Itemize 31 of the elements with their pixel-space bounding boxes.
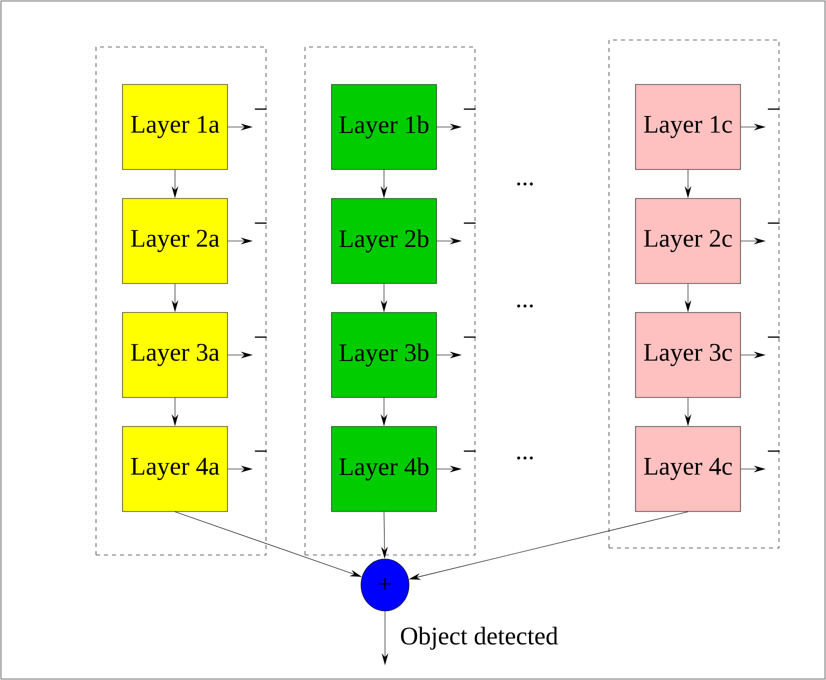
ellipsis-label: ... bbox=[517, 456, 533, 460]
layer-box: Layer 1b bbox=[331, 84, 437, 170]
layer-box: Layer 4b bbox=[331, 426, 437, 512]
edge-label: − bbox=[768, 450, 780, 452]
edge-label: Object detected bbox=[400, 626, 558, 650]
layer-box: Layer 1a bbox=[122, 84, 228, 170]
dashed-group-box bbox=[96, 46, 266, 556]
layer-box: Layer 3c bbox=[635, 312, 741, 398]
layer-box: Layer 2b bbox=[331, 198, 437, 284]
layer-box: Layer 2a bbox=[122, 198, 228, 284]
edge-label: − bbox=[768, 336, 780, 338]
edge-label: − bbox=[464, 108, 476, 110]
edge-label: − bbox=[768, 222, 780, 224]
layer-box: Layer 3a bbox=[122, 312, 228, 398]
layer-box: Layer 4c bbox=[635, 426, 741, 512]
edge-label: − bbox=[768, 108, 780, 110]
ellipsis-label: ... bbox=[517, 182, 533, 186]
ellipsis-label: ... bbox=[517, 304, 533, 308]
dashed-group-box bbox=[608, 40, 780, 548]
layer-box: Layer 2c bbox=[635, 198, 741, 284]
edge-label: − bbox=[254, 222, 267, 224]
edge-label: − bbox=[464, 222, 476, 224]
layer-box: Layer 1c bbox=[635, 84, 741, 170]
edge-label: − bbox=[464, 450, 476, 452]
layer-box: Layer 3b bbox=[331, 312, 437, 398]
edge-label: − bbox=[464, 336, 476, 338]
edge-label: − bbox=[254, 450, 267, 452]
edge-label: − bbox=[254, 336, 267, 338]
dashed-group-box bbox=[304, 46, 476, 556]
layer-box: Layer 4a bbox=[122, 426, 228, 512]
edge-label: − bbox=[254, 108, 267, 110]
